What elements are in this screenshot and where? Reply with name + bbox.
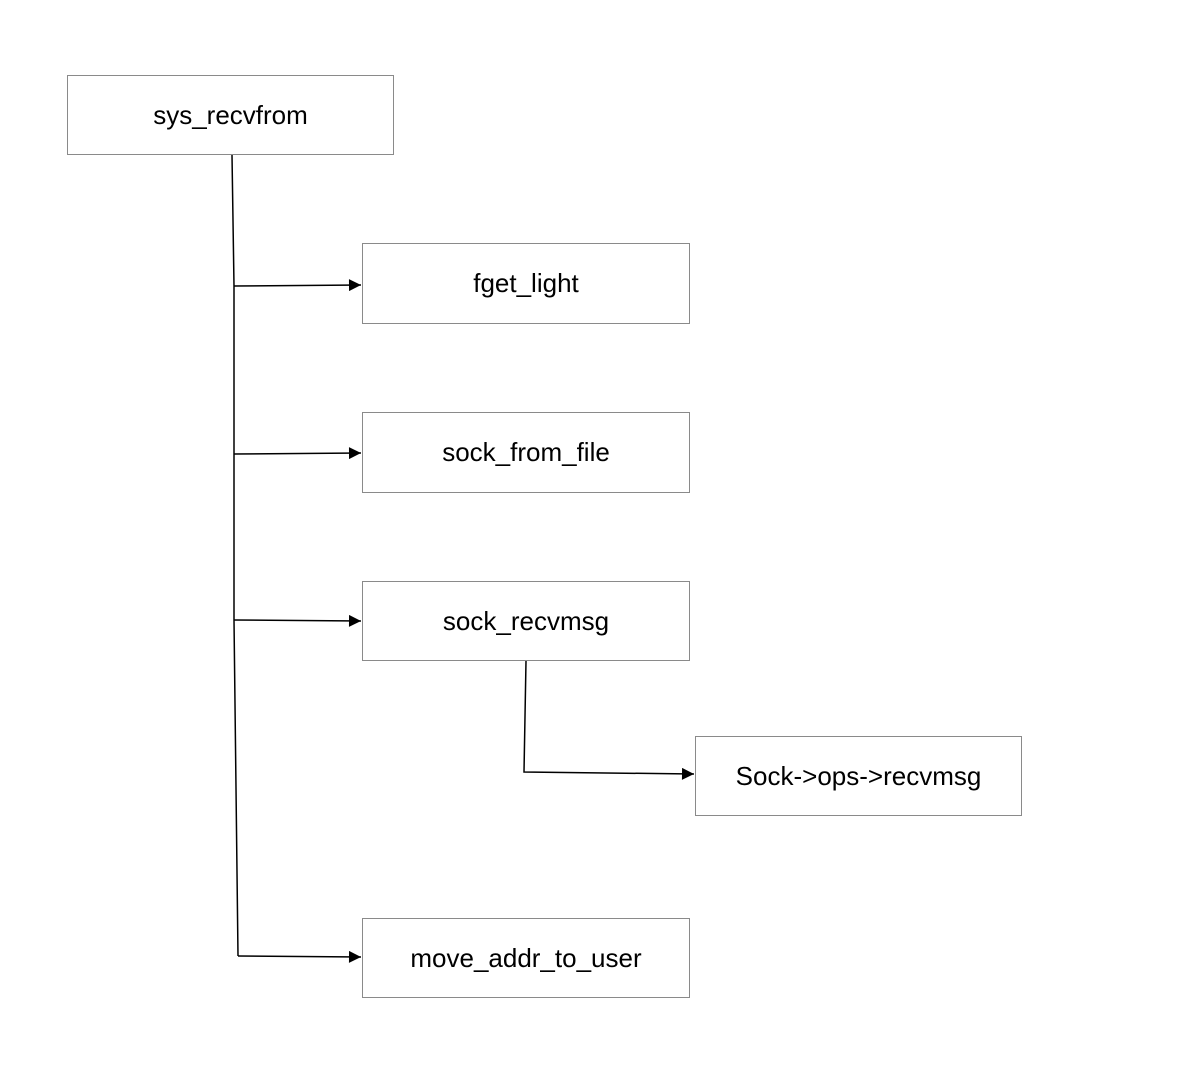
edge-sock-recvmsg-to-sock-ops-recvmsg bbox=[523, 660, 695, 780]
node-label: fget_light bbox=[473, 268, 579, 298]
node-label: move_addr_to_user bbox=[410, 942, 642, 973]
edge-sys-recvfrom-to-move-addr-to-user bbox=[237, 950, 362, 963]
node-sock-recvmsg: sock_recvmsg bbox=[362, 581, 690, 661]
node-sys-recvfrom: sys_recvfrom bbox=[67, 75, 394, 155]
node-sock-from-file: sock_from_file bbox=[362, 412, 690, 493]
trunk-connector bbox=[231, 154, 239, 957]
node-label: sys_recvfrom bbox=[153, 99, 308, 130]
edge-sys-recvfrom-to-fget-light bbox=[233, 279, 362, 292]
node-label: sock_recvmsg bbox=[442, 605, 610, 636]
node-fget-light: fget_light bbox=[362, 243, 690, 324]
edge-sys-recvfrom-to-sock-recvmsg bbox=[233, 614, 362, 627]
edge-sys-recvfrom-to-sock-from-file bbox=[233, 447, 362, 460]
node-label: Sock->ops->recvmsg bbox=[735, 760, 982, 791]
node-move-addr-to-user: move_addr_to_user bbox=[362, 918, 690, 998]
node-sock-ops-recvmsg: Sock->ops->recvmsg bbox=[695, 736, 1022, 816]
node-label: sock_from_file bbox=[442, 437, 610, 467]
